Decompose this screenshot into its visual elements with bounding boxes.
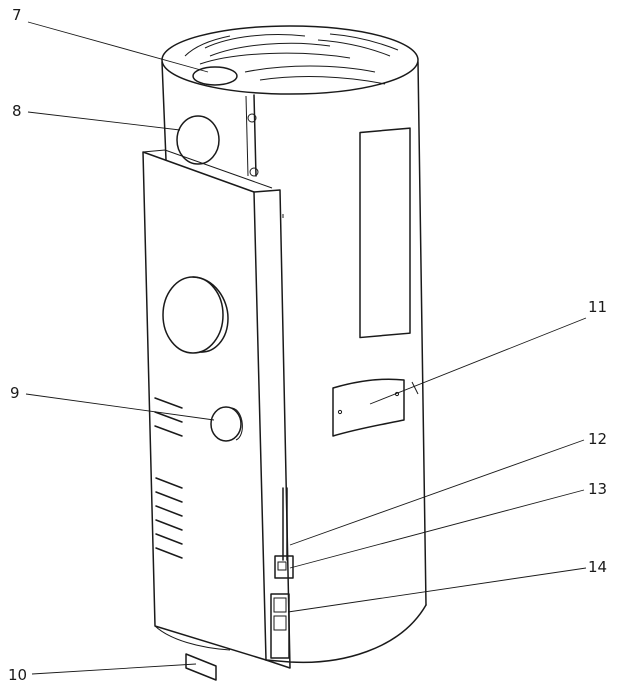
- power-socket-panel: [270, 593, 290, 659]
- callout-11: 11: [588, 298, 607, 316]
- air-intake-duct: [162, 276, 229, 354]
- top-vent-grille: [184, 33, 399, 85]
- rear-knob: [210, 406, 243, 442]
- stove-body: [161, 25, 427, 664]
- body-seam-mark: [411, 381, 419, 395]
- flue-outlet-upper: [176, 115, 220, 165]
- leader-lines: [25, 21, 587, 675]
- connector-block: [274, 555, 294, 579]
- vent-slots-lower: [155, 477, 183, 559]
- top-outlet: [192, 66, 238, 86]
- wifi-antenna: [282, 487, 288, 561]
- callout-12: 12: [588, 430, 607, 448]
- bottom-opening: [185, 653, 217, 681]
- vent-slots-upper: [154, 397, 183, 437]
- upper-rear-seam: [245, 94, 259, 177]
- side-window: [359, 127, 411, 339]
- callout-9: 9: [10, 384, 20, 402]
- callout-13: 13: [588, 480, 607, 498]
- callout-10: 10: [8, 666, 27, 684]
- callout-8: 8: [12, 102, 22, 120]
- rear-panel: [142, 149, 291, 669]
- callout-7: 7: [12, 6, 22, 24]
- callout-14: 14: [588, 558, 607, 576]
- side-plate: [332, 378, 405, 437]
